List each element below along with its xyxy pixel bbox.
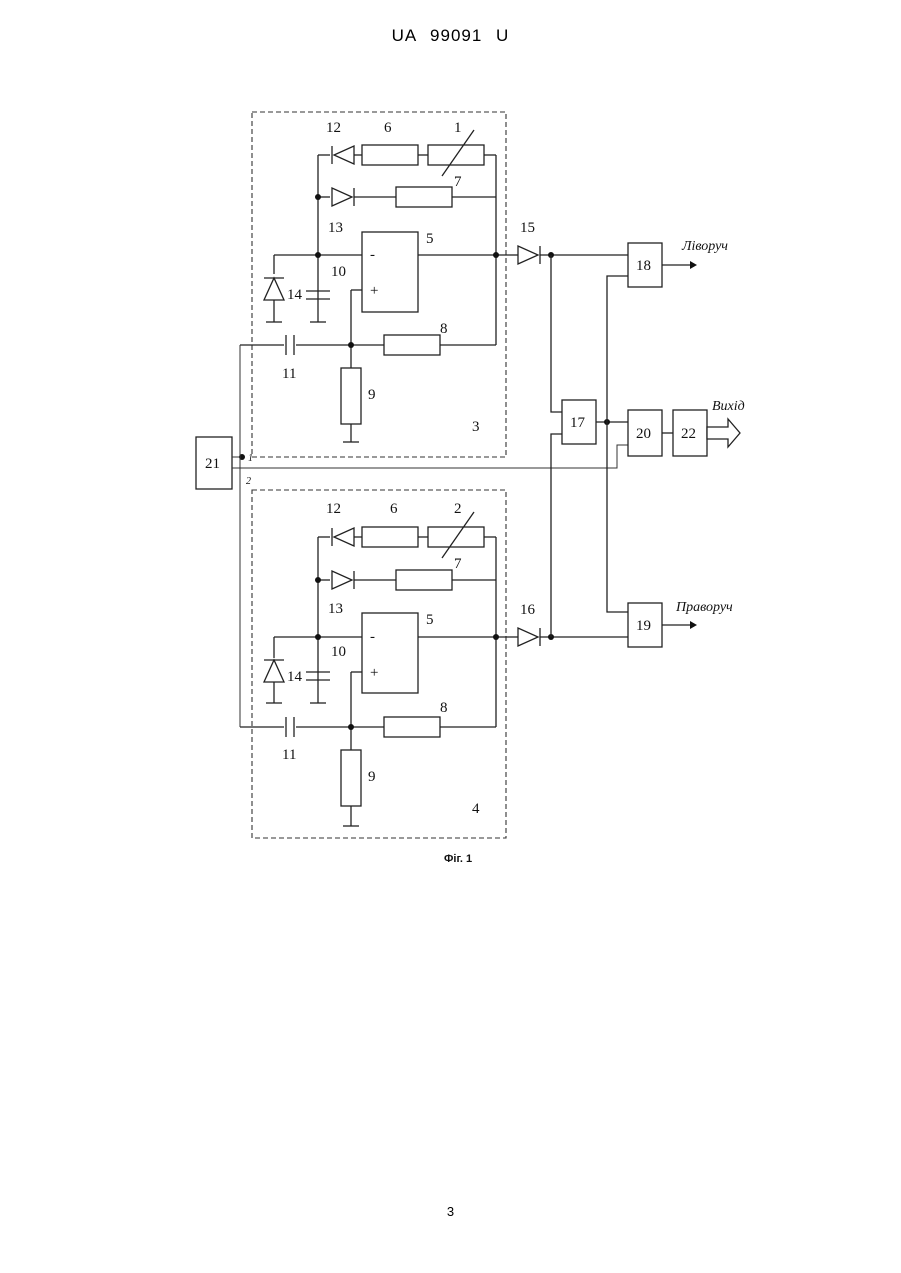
- diode-12: [332, 146, 354, 164]
- label-sensor: 1: [454, 120, 462, 136]
- block-18-label: 18: [636, 258, 651, 274]
- diode-15: [518, 246, 540, 264]
- block-17: 17: [562, 400, 596, 444]
- label-opamp: 5: [426, 231, 434, 247]
- block-20: 20: [628, 410, 662, 456]
- label-r6: 6: [384, 120, 392, 136]
- resistor-6: [362, 527, 418, 547]
- lower-module: 12 6 2 7 13 5 - + 10 14 8 11 9 4: [240, 490, 510, 838]
- block-21: 21: [196, 437, 232, 489]
- opamp-5: [362, 613, 418, 693]
- label-d12: 12: [326, 120, 341, 136]
- label-plus: +: [370, 665, 378, 681]
- block-18: 18: [628, 243, 662, 287]
- page-number: 3: [0, 1204, 901, 1219]
- diode-16: [518, 628, 540, 646]
- block-20-label: 20: [636, 426, 651, 442]
- label-r7: 7: [454, 174, 462, 190]
- signal-right: Праворуч: [675, 600, 733, 615]
- diode-14: [264, 660, 284, 682]
- label-minus: -: [370, 629, 375, 645]
- capacitor-11: [286, 335, 294, 355]
- sensor-1: [428, 130, 484, 176]
- upper-module: 12 6 1 7 13 5 - + 10 14 8 11 9 3: [240, 112, 510, 457]
- block-17-label: 17: [570, 415, 586, 431]
- signal-output: Вихід: [712, 399, 745, 414]
- resistor-9: [341, 750, 361, 806]
- label-r8: 8: [440, 321, 448, 337]
- block-22: 22: [673, 410, 707, 456]
- label-d15: 15: [520, 220, 535, 236]
- label-r9: 9: [368, 769, 376, 785]
- label-module: 4: [472, 801, 480, 817]
- signal-left: Ліворуч: [681, 239, 728, 254]
- resistor-7: [396, 570, 452, 590]
- block-21-label: 21: [205, 456, 220, 472]
- label-c10: 10: [331, 264, 346, 280]
- label-c11: 11: [282, 747, 296, 763]
- resistor-7: [396, 187, 452, 207]
- block-22-label: 22: [681, 426, 696, 442]
- pin-2-label: 2: [246, 476, 251, 487]
- diode-13: [332, 188, 354, 206]
- label-r9: 9: [368, 387, 376, 403]
- opamp-5: [362, 232, 418, 312]
- label-module: 3: [472, 419, 480, 435]
- diode-13: [332, 571, 354, 589]
- output-arrow: [707, 419, 740, 447]
- label-d13: 13: [328, 601, 343, 617]
- resistor-9: [341, 368, 361, 424]
- figure-caption: Фіг. 1: [444, 853, 472, 865]
- resistor-6: [362, 145, 418, 165]
- label-d12: 12: [326, 501, 341, 517]
- label-d14: 14: [287, 669, 303, 685]
- resistor-8: [384, 335, 440, 355]
- label-r6: 6: [390, 501, 398, 517]
- label-d13: 13: [328, 220, 343, 236]
- resistor-8: [384, 717, 440, 737]
- diode-12: [332, 528, 354, 546]
- capacitor-11: [286, 717, 294, 737]
- block-19: 19: [628, 603, 662, 647]
- label-plus: +: [370, 283, 378, 299]
- label-sensor: 2: [454, 501, 462, 517]
- label-c11: 11: [282, 366, 296, 382]
- diode-14: [264, 278, 284, 300]
- label-d14: 14: [287, 287, 303, 303]
- label-c10: 10: [331, 644, 346, 660]
- block-19-label: 19: [636, 618, 651, 634]
- label-opamp: 5: [426, 612, 434, 628]
- pin-1-label: 1: [248, 453, 253, 464]
- label-r8: 8: [440, 700, 448, 716]
- sensor-2: [428, 512, 484, 558]
- label-d16: 16: [520, 602, 536, 618]
- label-r7: 7: [454, 556, 462, 572]
- label-minus: -: [370, 247, 375, 263]
